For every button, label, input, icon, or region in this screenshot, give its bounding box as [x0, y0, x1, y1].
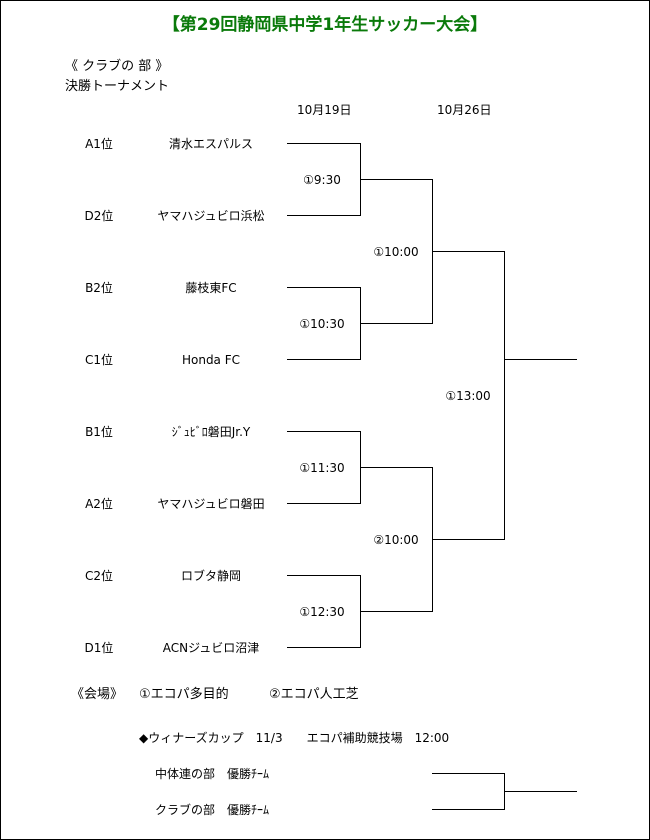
venue-label: 《会場》 — [71, 687, 124, 702]
match-time: ①10:00 — [373, 245, 419, 259]
team-name: ヤマハジュビロ浜松 — [157, 209, 265, 223]
team-rank: D1位 — [84, 641, 114, 655]
match-time: ①9:30 — [303, 173, 341, 187]
venue-2: ②エコパ人工芝 — [269, 687, 359, 702]
venue-1: ①エコパ多目的 — [139, 687, 229, 702]
team-name: ACNジュビロ沼津 — [162, 641, 260, 655]
match-time: ②10:00 — [373, 533, 419, 547]
team-rank: C2位 — [84, 569, 113, 583]
team-name: 藤枝東FC — [185, 281, 237, 295]
team-name: Honda FC — [181, 353, 241, 367]
bracket-line — [432, 251, 505, 540]
bracket-line — [287, 143, 361, 216]
date-round1: 10月19日 — [297, 103, 352, 117]
team-name: ヤマハジュビロ磐田 — [157, 497, 265, 511]
section-heading: 《 クラブの 部 》 — [65, 59, 169, 74]
match-time: ①11:30 — [299, 461, 345, 475]
bracket-line — [360, 179, 433, 324]
team-name: ロブタ静岡 — [180, 569, 241, 583]
final-time: ①13:00 — [445, 389, 491, 403]
subtitle: 決勝トーナメント — [65, 79, 170, 94]
match-time: ①10:30 — [299, 317, 345, 331]
bracket-line — [287, 575, 361, 648]
bracket-line — [287, 431, 361, 504]
team-name: ｼﾞｭﾋﾞﾛ磐田Jr.Y — [171, 425, 251, 439]
winners-cup-info: ◆ウィナーズカップ 11/3 エコパ補助競技場 12:00 — [139, 731, 450, 745]
team-rank: B2位 — [85, 281, 113, 295]
date-round2: 10月26日 — [437, 103, 492, 117]
match-time: ①12:30 — [299, 605, 345, 619]
bracket-line — [432, 773, 505, 810]
page-title: 【第29回静岡県中学1年生サッカー大会】 — [162, 15, 488, 35]
bracket-line — [287, 287, 361, 360]
winners-cup-entry: クラブの部 優勝ﾁｰﾑ — [155, 803, 270, 817]
bracket-line — [360, 467, 433, 612]
team-rank: B1位 — [85, 425, 113, 439]
team-rank: A2位 — [85, 497, 113, 511]
team-name: 清水エスパルス — [168, 137, 253, 151]
team-rank: C1位 — [84, 353, 113, 367]
team-rank: A1位 — [85, 137, 113, 151]
winners-cup-entry: 中体連の部 優勝ﾁｰﾑ — [155, 767, 270, 781]
team-rank: D2位 — [84, 209, 114, 223]
